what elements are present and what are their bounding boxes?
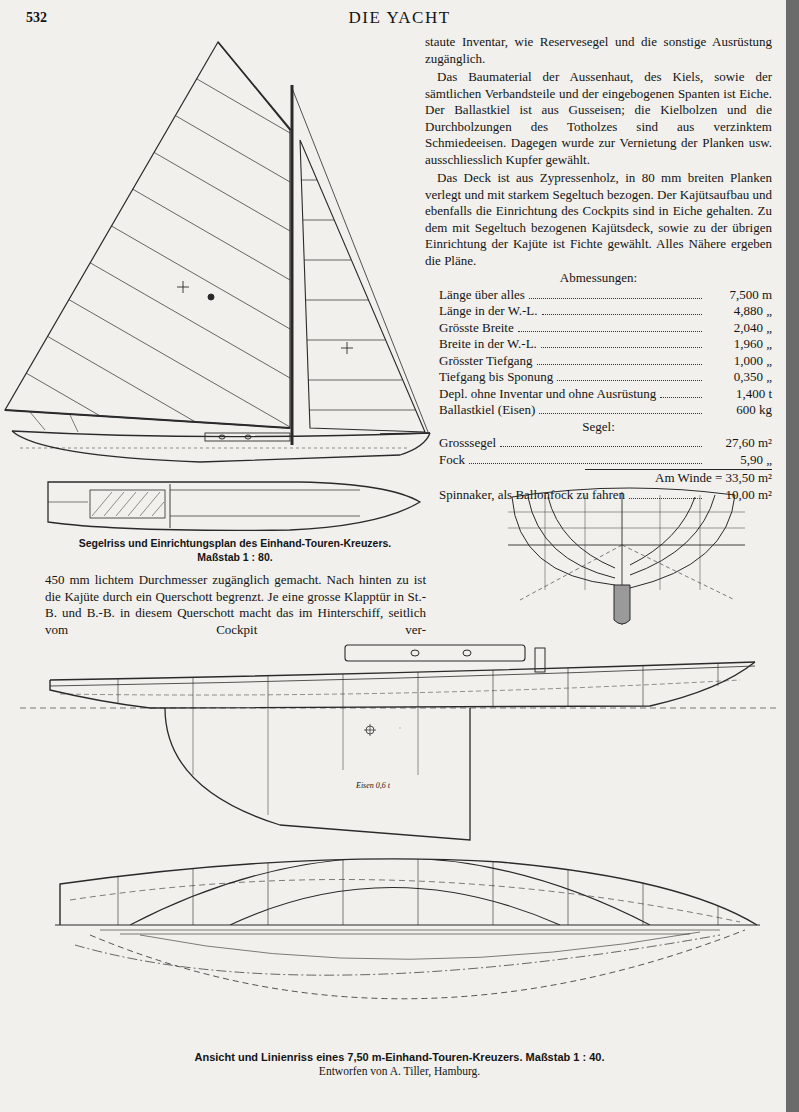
dot-leader xyxy=(518,331,702,332)
dot-leader xyxy=(469,463,702,464)
figure-caption: Segelriss und Einrichtungsplan des Einha… xyxy=(45,536,425,550)
dot-leader xyxy=(629,498,702,499)
dot-leader xyxy=(541,347,702,348)
dimension-value: 5,90 „ xyxy=(706,452,772,469)
dimension-value: 10,00 m² xyxy=(706,487,772,504)
text-column: staute Inventar, wie Reservesegel und di… xyxy=(425,34,772,503)
dimension-value: 4,880 „ xyxy=(706,303,772,320)
sail-plan xyxy=(5,42,430,462)
magazine-title: DIE YACHT xyxy=(0,8,799,28)
figure-caption: Ansicht und Linienriss eines 7,50 m-Einh… xyxy=(0,1050,799,1064)
designer-credit: Entworfen von A. Tiller, Hamburg. xyxy=(0,1064,799,1079)
dimension-row: Ballastkiel (Eisen) 600 kg xyxy=(439,402,772,419)
dimension-row: Spinnaker, als Ballonfock zu fahren 10,00… xyxy=(439,487,772,504)
body-paragraph: Das Deck ist aus Zypressenholz, in 80 mm… xyxy=(425,170,772,269)
accommodation-plan xyxy=(48,482,420,530)
dimension-value: 2,040 „ xyxy=(706,320,772,337)
sum-rule xyxy=(585,469,772,470)
dimension-name: Länge über alles xyxy=(439,287,525,304)
table-heading: Abmessungen: xyxy=(425,270,772,287)
dimension-row: Länge in der W.-L. 4,880 „ xyxy=(439,303,772,320)
dimension-name: Länge in der W.-L. xyxy=(439,303,538,320)
dot-leader xyxy=(500,446,702,447)
dimension-name: Ballastkiel (Eisen) xyxy=(439,402,535,419)
page-number-box: 532 xyxy=(26,10,47,26)
dimension-name: Breite in der W.-L. xyxy=(439,336,537,353)
body-paragraph: Das Baumaterial der Aussenhaut, des Kiel… xyxy=(425,69,772,168)
dimension-name: Depl. ohne Inventar und ohne Ausrüstung xyxy=(439,386,656,403)
dimension-value: 600 kg xyxy=(706,402,772,419)
body-plan xyxy=(508,488,745,625)
page-number: 532 xyxy=(26,10,47,26)
page-header: DIE YACHT xyxy=(0,8,799,28)
half-breadth-plan xyxy=(55,840,760,999)
dimension-value: 0,350 „ xyxy=(706,369,772,386)
dimension-value: 27,60 m² xyxy=(706,435,772,452)
dimension-row: Breite in der W.-L. 1,960 „ xyxy=(439,336,772,353)
keel-label: Eisen 0,6 t xyxy=(356,781,390,790)
dimension-row: Grosssegel 27,60 m² xyxy=(439,435,772,452)
table-heading: Segel: xyxy=(425,419,772,436)
dot-leader xyxy=(660,397,702,398)
dimension-value: 7,500 m xyxy=(706,287,772,304)
dimension-row: Depl. ohne Inventar und ohne Ausrüstung 1… xyxy=(439,386,772,403)
hull-profile xyxy=(20,645,780,840)
body-paragraph: staute Inventar, wie Reservesegel und di… xyxy=(425,34,772,67)
body-paragraph: 450 mm lichtem Durchmesser zugänglich ge… xyxy=(45,572,426,638)
dimension-name: Grösster Tiefgang xyxy=(439,353,533,370)
dot-leader xyxy=(557,380,702,381)
dot-leader xyxy=(529,298,702,299)
dimension-name: Spinnaker, als Ballonfock zu fahren xyxy=(439,487,625,504)
dimension-row: Länge über alles 7,500 m xyxy=(439,287,772,304)
dimension-name: Tiefgang bis Sponung xyxy=(439,369,553,386)
sail-area-total: Am Winde = 33,50 m² xyxy=(425,470,772,487)
dot-leader xyxy=(537,364,702,365)
dimension-name: Grosssegel xyxy=(439,435,496,452)
scale-note: Maßstab 1 : 80. xyxy=(45,550,425,564)
left-paragraph: 450 mm lichtem Durchmesser zugänglich ge… xyxy=(45,572,426,638)
dimension-row: Grösste Breite 2,040 „ xyxy=(439,320,772,337)
dot-leader xyxy=(539,413,702,414)
dot-leader xyxy=(542,314,702,315)
dimension-value: 1,960 „ xyxy=(706,336,772,353)
sail-plan-caption: Segelriss und Einrichtungsplan des Einha… xyxy=(45,536,425,564)
dimension-value: 1,000 „ xyxy=(706,353,772,370)
keel-label-box: Eisen 0,6 t xyxy=(356,781,390,790)
bottom-caption: Ansicht und Linienriss eines 7,50 m-Einh… xyxy=(0,1050,799,1079)
dimension-name: Grösste Breite xyxy=(439,320,514,337)
dimension-value: 1,400 t xyxy=(706,386,772,403)
dimension-row: Tiefgang bis Sponung 0,350 „ xyxy=(439,369,772,386)
dimension-row: Grösster Tiefgang 1,000 „ xyxy=(439,353,772,370)
dimension-name: Fock xyxy=(439,452,465,469)
dimension-row: Fock 5,90 „ xyxy=(439,452,772,469)
